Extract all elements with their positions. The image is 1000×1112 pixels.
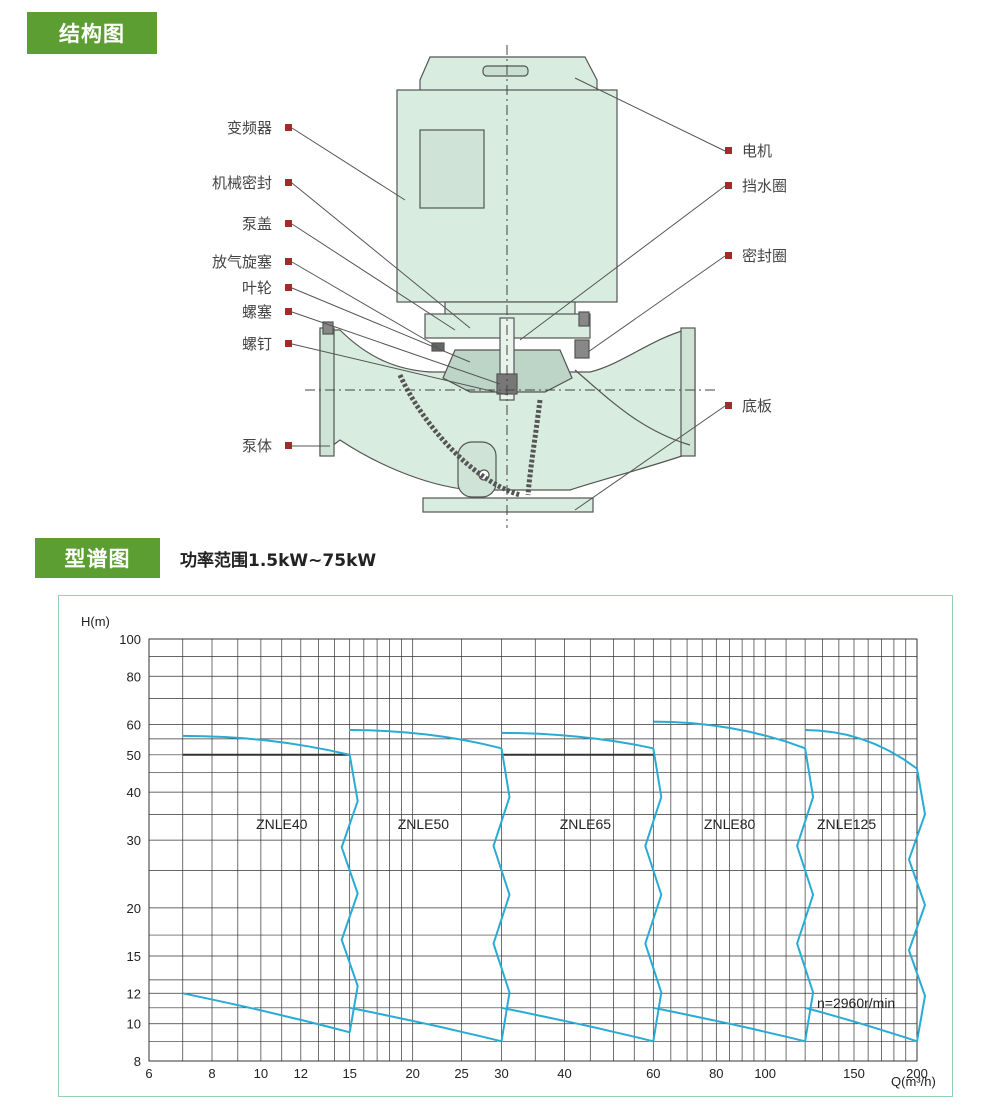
label-water-ring: 挡水圈 [742, 177, 787, 195]
label-plug: 螺塞 [242, 303, 272, 321]
bolt-left [322, 321, 334, 335]
pump-structure-diagram: 变频器 机械密封 泵盖 放气旋塞 叶轮 螺塞 螺钉 泵体 电机 挡水圈 密封圈 … [212, 45, 787, 528]
base-plate [422, 497, 594, 513]
y-tick-label: 15 [127, 949, 141, 964]
x-tick-label: 20 [405, 1066, 419, 1081]
x-tick-label: 40 [557, 1066, 571, 1081]
model-upper-curve [501, 731, 654, 750]
x-tick-label: 100 [754, 1066, 776, 1081]
model-lower-curve [349, 1006, 502, 1043]
power-range: 功率范围1.5kW~75kW [180, 551, 377, 571]
x-tick-label: 12 [294, 1066, 308, 1081]
model-label: ZNLE65 [560, 816, 612, 832]
y-axis-label: H(m) [81, 614, 110, 629]
model-boundary [492, 748, 511, 1042]
x-tick-label: 60 [646, 1066, 660, 1081]
label-inverter: 变频器 [227, 119, 272, 137]
x-tick-label: 200 [906, 1066, 928, 1081]
section-title-spectrum: 型谱图 [35, 538, 160, 578]
x-tick-label: 10 [254, 1066, 268, 1081]
model-lower-curve [804, 1006, 918, 1043]
label-pump-body: 泵体 [242, 437, 272, 455]
chart-curves: ZNLE40 ZNLE50 ZNLE65 ZNLE80 ZNLE125 [182, 720, 927, 1043]
y-tick-label: 20 [127, 901, 141, 916]
inlet-flange [319, 327, 335, 457]
part-labels: 变频器 机械密封 泵盖 放气旋塞 叶轮 螺塞 螺钉 泵体 电机 挡水圈 密封圈 … [212, 119, 787, 455]
motor-fan-slot [482, 65, 529, 77]
y-tick-label: 50 [127, 748, 141, 763]
chart-grid [148, 638, 918, 1062]
y-tick-label: 30 [127, 833, 141, 848]
seal-ring [574, 339, 590, 359]
model-label: ZNLE40 [256, 816, 308, 832]
model-label: ZNLE80 [704, 816, 756, 832]
y-tick-label: 100 [119, 632, 141, 647]
label-impeller: 叶轮 [242, 279, 272, 297]
model-upper-curve [182, 734, 350, 756]
model-boundary [644, 748, 663, 1042]
y-tick-label: 10 [127, 1017, 141, 1032]
plot-area [148, 638, 918, 1062]
x-tick-label: 8 [208, 1066, 215, 1081]
label-screw: 螺钉 [242, 335, 272, 353]
label-markers [285, 124, 732, 449]
label-motor: 电机 [742, 142, 772, 160]
x-tick-label: 30 [494, 1066, 508, 1081]
center-lines [305, 45, 715, 528]
x-tick-label: 150 [843, 1066, 865, 1081]
model-boundary [907, 768, 927, 1042]
model-lower-curve [182, 992, 350, 1034]
inverter-panel [419, 129, 485, 209]
leader-lines [291, 77, 726, 511]
section-title-structure: 结构图 [27, 12, 157, 54]
x-tick-label: 80 [709, 1066, 723, 1081]
model-boundary [340, 754, 359, 1033]
model-lower-curve [501, 1006, 654, 1043]
model-upper-curve [349, 729, 502, 750]
model-label: ZNLE50 [398, 816, 450, 832]
label-vent-cock: 放气旋塞 [212, 253, 272, 271]
model-label: ZNLE125 [817, 816, 876, 832]
model-boundary [796, 748, 815, 1042]
x-tick-label: 6 [145, 1066, 152, 1081]
y-tick-label: 80 [127, 669, 141, 684]
outlet-flange [680, 327, 696, 457]
x-axis-label: Q(m³/h) [891, 1074, 936, 1089]
model-upper-curve [653, 720, 806, 750]
model-lower-curve [653, 1006, 806, 1043]
y-tick-label: 12 [127, 986, 141, 1001]
y-tick-label: 60 [127, 717, 141, 732]
label-base-plate: 底板 [742, 397, 772, 415]
label-seal-ring: 密封圈 [742, 247, 787, 265]
x-tick-label: 15 [342, 1066, 356, 1081]
label-pump-cover: 泵盖 [242, 215, 272, 233]
outlet-curve [574, 369, 691, 446]
speed-annotation: n=2960r/min [817, 995, 895, 1011]
x-tick-label: 25 [454, 1066, 468, 1081]
casing-wall-inner [525, 399, 543, 496]
model-upper-curve [805, 729, 918, 770]
y-tick-label: 8 [134, 1054, 141, 1069]
base-leg [457, 441, 497, 498]
bolt-right [578, 311, 590, 327]
casing-wall [397, 373, 521, 498]
y-tick-label: 40 [127, 785, 141, 800]
label-mechanical-seal: 机械密封 [212, 174, 272, 192]
